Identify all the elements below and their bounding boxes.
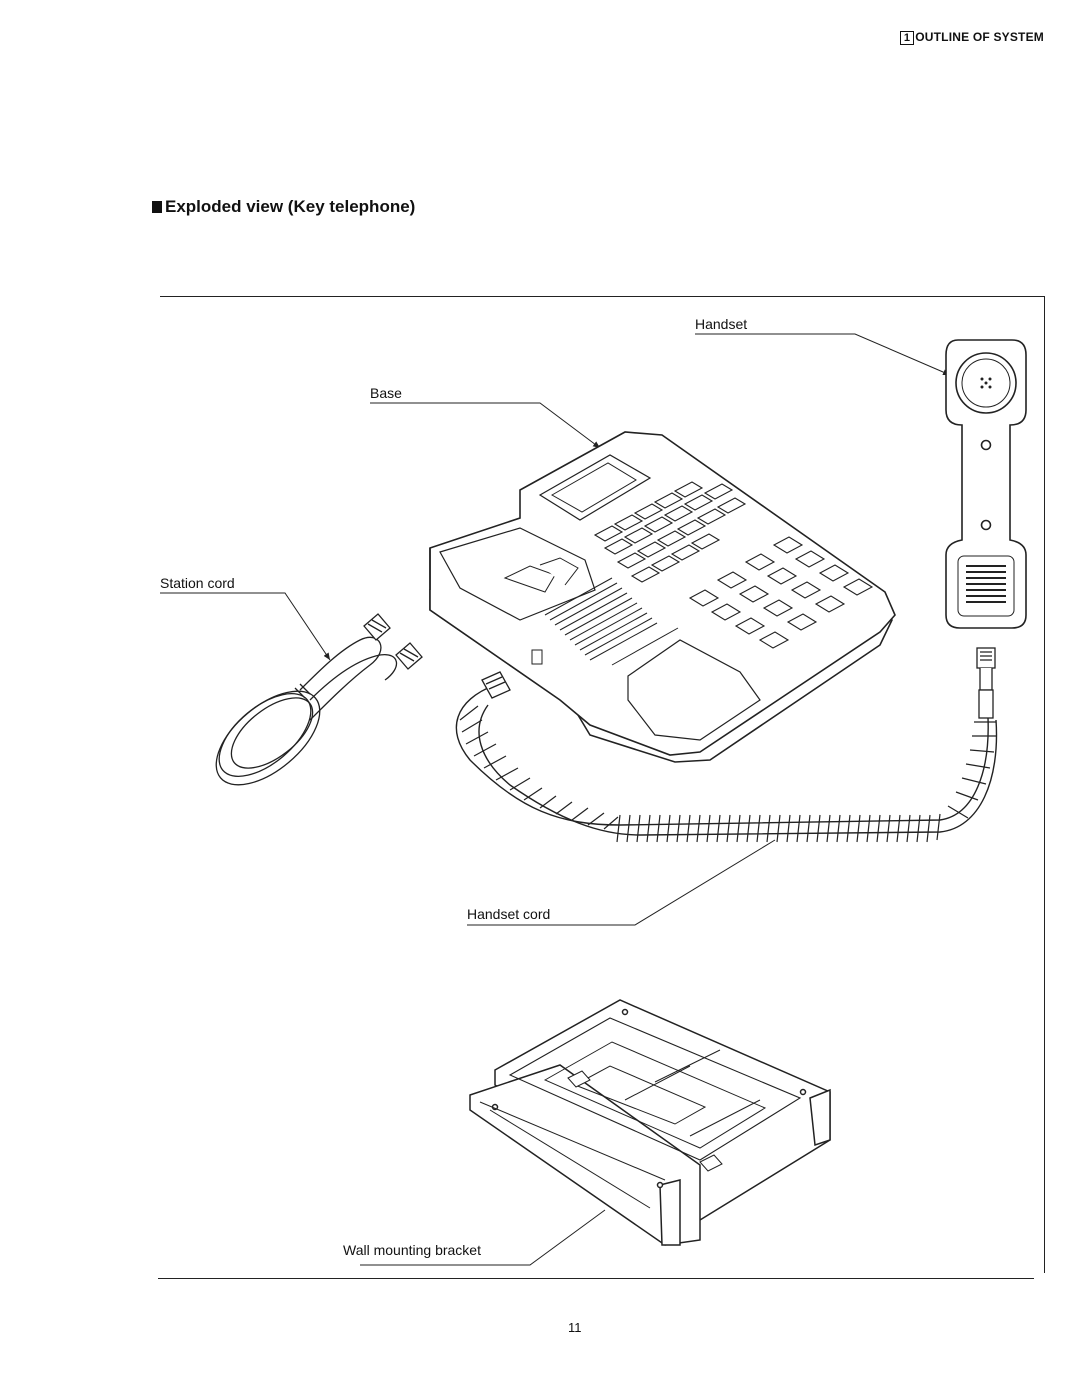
handset-label: Handset — [695, 316, 748, 332]
handset-plug — [976, 647, 996, 719]
handset-cord-label: Handset cord — [467, 906, 551, 922]
bullet-icon — [152, 201, 162, 213]
page-title: Exploded view (Key telephone) — [152, 197, 415, 217]
handset-leader — [695, 333, 951, 376]
station-cord-label: Station cord — [160, 575, 235, 591]
handset-cord-leader — [467, 839, 776, 926]
station-cord-leader — [160, 592, 331, 661]
base-label: Base — [370, 385, 402, 401]
page-number: 11 — [568, 1320, 582, 1335]
station-cord-drawing — [215, 636, 398, 786]
bracket-leader — [360, 1209, 606, 1266]
figure-frame-top — [160, 296, 1045, 297]
base-leader — [370, 402, 601, 449]
station-cord-plugs — [363, 613, 423, 670]
leader-lines — [160, 333, 951, 1266]
section-number: 1 — [899, 31, 915, 45]
handset-cord-coils — [459, 705, 996, 843]
figure-frame-right — [1044, 296, 1045, 1273]
bracket-drawing — [469, 999, 831, 1246]
base-drawing — [429, 431, 896, 763]
speaker-grille — [544, 577, 658, 661]
wall-mounting-bracket-label: Wall mounting bracket — [343, 1242, 481, 1258]
base-keys — [593, 481, 874, 649]
section-title: OUTLINE OF SYSTEM — [915, 30, 1044, 44]
handset-drawing — [945, 339, 1027, 629]
page-title-text: Exploded view (Key telephone) — [165, 197, 416, 216]
handset-cord-plug — [481, 671, 511, 699]
handset-cord-drawing — [455, 684, 998, 836]
figure-frame-bottom — [158, 1278, 1034, 1279]
